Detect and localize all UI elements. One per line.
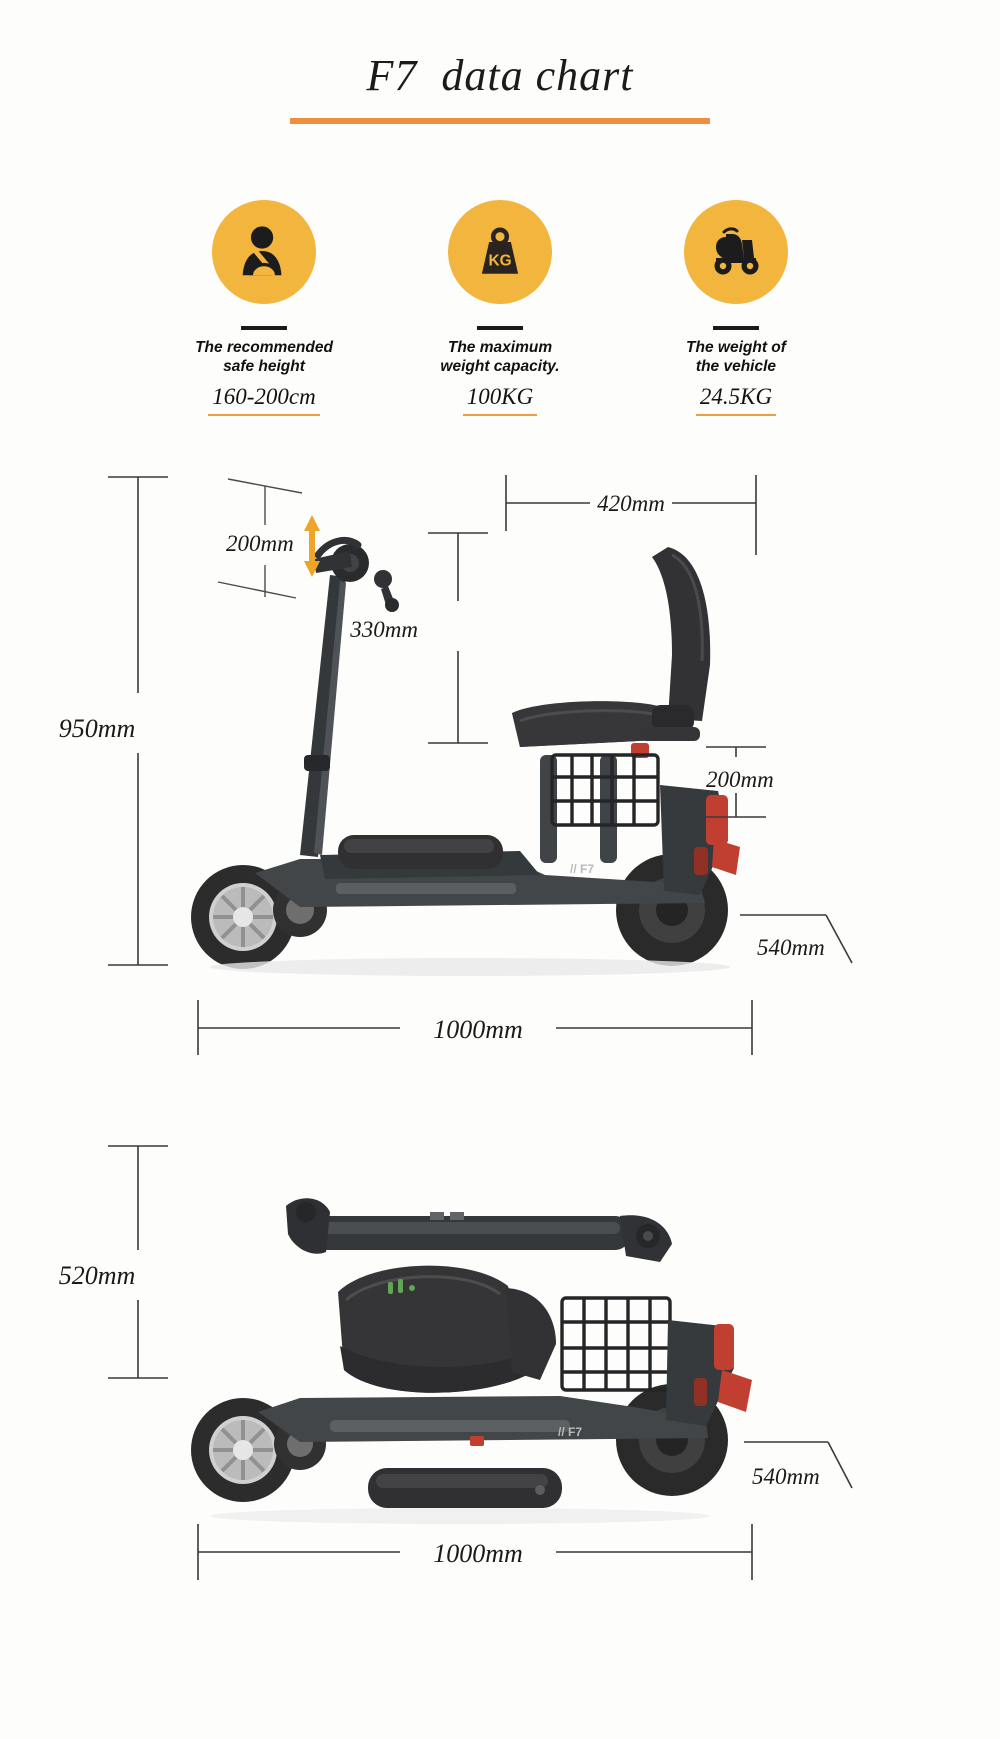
- spec-divider-dash: [241, 326, 287, 330]
- dimension-seat-height: 330mm: [349, 532, 488, 744]
- spec-icon-circle: KG: [448, 200, 552, 304]
- spec-label: The recommended safe height: [195, 339, 333, 375]
- spec-value: 100KG: [462, 384, 538, 416]
- spec-divider-dash: [713, 326, 759, 330]
- diagram-unfolded-scooter: // F7 950mm 200mm 420mm: [0, 455, 1000, 1075]
- svg-text:// F7: // F7: [558, 1425, 582, 1439]
- dimension-label: 540mm: [752, 1464, 820, 1489]
- spec-icon-circle: [212, 200, 316, 304]
- svg-text:// F7: // F7: [570, 862, 594, 876]
- page-title-block: F7 data chart: [0, 51, 1000, 125]
- dimension-label: 520mm: [59, 1261, 136, 1290]
- spec-value: 24.5KG: [695, 384, 777, 416]
- spec-divider-dash: [477, 326, 523, 330]
- dimension-label: 330mm: [349, 617, 418, 642]
- adjust-arrow-icon: [304, 515, 320, 577]
- dimension-label: 420mm: [597, 491, 665, 516]
- title-underline-rule: [290, 118, 710, 125]
- dimension-folded-height: 520mm: [59, 1145, 168, 1379]
- dimension-label: 950mm: [59, 714, 136, 743]
- dimension-seat-depth: 420mm: [505, 475, 757, 555]
- scooter-icon: [714, 227, 759, 275]
- dimension-label: 200mm: [706, 767, 774, 792]
- spec-item-safe-height: The recommended safe height 160-200cm: [174, 200, 354, 416]
- dimension-label: 540mm: [757, 935, 825, 960]
- spec-label: The maximum weight capacity.: [440, 339, 560, 375]
- spec-item-vehicle-weight: The weight of the vehicle 24.5KG: [646, 200, 826, 416]
- dimension-label: 1000mm: [433, 1539, 523, 1568]
- spec-label: The weight of the vehicle: [686, 339, 786, 375]
- kg-weight-icon: KG: [481, 227, 519, 274]
- dimension-overall-height: 950mm: [59, 476, 168, 966]
- dimension-rear-width: 540mm: [740, 914, 853, 964]
- person-seatbelt-icon: [242, 226, 282, 278]
- spec-value: 160-200cm: [208, 384, 320, 416]
- dimension-handlebar-adjust: 200mm: [217, 478, 320, 599]
- dimension-overall-length: 1000mm: [197, 1000, 753, 1055]
- spec-badge-row: The recommended safe height 160-200cm KG…: [0, 200, 1000, 416]
- spec-icon-circle: [684, 200, 788, 304]
- page-title: F7 data chart: [366, 51, 634, 100]
- dimension-label: 200mm: [226, 531, 294, 556]
- dimension-label: 1000mm: [433, 1015, 523, 1044]
- scooter-illustration-folded: // F7: [191, 1198, 752, 1524]
- dimension-folded-rear-width: 540mm: [744, 1441, 853, 1489]
- dimension-basket-height: 200mm: [706, 746, 774, 818]
- spec-item-weight-capacity: KG The maximum weight capacity. 100KG: [410, 200, 590, 416]
- scooter-illustration-unfolded: // F7: [191, 536, 740, 976]
- svg-text:KG: KG: [488, 253, 511, 270]
- dimension-folded-length: 1000mm: [197, 1524, 753, 1580]
- diagram-folded-scooter: // F7 520mm 540mm 1000mm: [0, 1120, 1000, 1620]
